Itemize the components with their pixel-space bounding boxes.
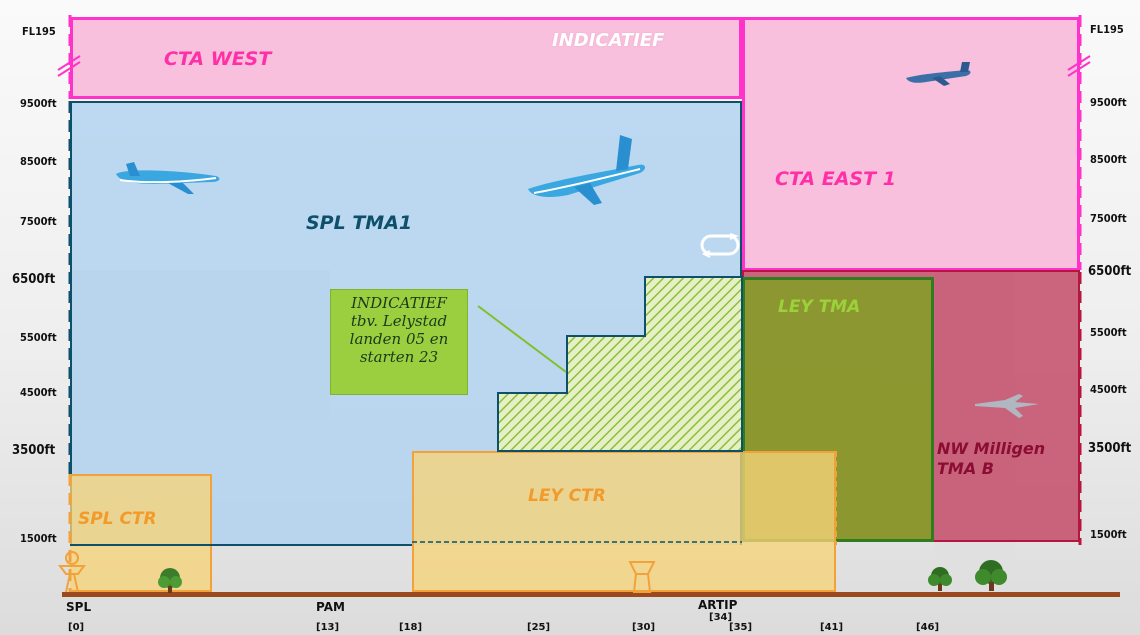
altitude-label-left: 8500ft xyxy=(20,155,57,168)
tree-icon xyxy=(975,560,1007,591)
note-pointer-line xyxy=(477,305,567,373)
distance-marker: [34] xyxy=(709,612,733,623)
altitude-label-left: 3500ft xyxy=(12,443,56,458)
distance-marker: [41] xyxy=(820,622,844,633)
break-mark-left-2 xyxy=(57,61,81,77)
altitude-label-right: 5500ft xyxy=(1090,326,1127,339)
distance-marker: [25] xyxy=(527,622,551,633)
altitude-label-left: 4500ft xyxy=(20,386,57,399)
altitude-label-left: 5500ft xyxy=(20,331,57,344)
indicatief-note-box: INDICATIEF tbv. Lelystad landen 05 en st… xyxy=(330,289,468,395)
ground-line xyxy=(62,592,1120,597)
tree-icon xyxy=(928,567,952,591)
note-line: INDICATIEF xyxy=(351,294,447,312)
note-line: tbv. Lelystad xyxy=(350,312,448,330)
place-label-pam: PAM xyxy=(316,600,345,614)
altitude-label-right: 9500ft xyxy=(1090,96,1127,109)
indicatief-top-label: INDICATIEF xyxy=(552,30,665,51)
note-line: starten 23 xyxy=(359,348,439,366)
airplane-icon xyxy=(116,162,220,194)
break-mark-right-2 xyxy=(1067,61,1091,77)
holding-pattern-icon xyxy=(700,233,740,258)
altitude-label-right: 3500ft xyxy=(1088,441,1132,456)
altitude-label-left: 1500ft xyxy=(20,532,57,545)
altitude-label-left: 6500ft xyxy=(12,272,56,287)
cta-west-zone xyxy=(70,17,742,99)
distance-marker: [0] xyxy=(68,622,85,633)
nw-milligen-label-1: NW Milligen xyxy=(937,439,1046,458)
tower-icon xyxy=(628,561,656,593)
altitude-label-right: 1500ft xyxy=(1090,528,1127,541)
altitude-label-right: 4500ft xyxy=(1090,383,1127,396)
altitude-label-left: 9500ft xyxy=(20,97,57,110)
altitude-label-right: 7500ft xyxy=(1090,212,1127,225)
place-label-spl: SPL xyxy=(66,600,92,614)
airplane-icon xyxy=(528,135,646,205)
ley-ctr-label: LEY CTR xyxy=(528,486,606,506)
break-mark-left xyxy=(57,55,81,71)
cta-west-label: CTA WEST xyxy=(164,48,272,70)
ley-ctr-zone xyxy=(412,451,836,592)
distance-marker: [46] xyxy=(916,622,940,633)
distance-marker: [18] xyxy=(399,622,423,633)
altitude-label-right: 8500ft xyxy=(1090,153,1127,166)
altitude-label-left: FL195 xyxy=(22,25,56,38)
ley-tma-label: LEY TMA xyxy=(778,297,861,317)
cta-east-zone xyxy=(742,17,1080,271)
fighter-jet-icon xyxy=(975,394,1039,418)
place-label-artip: ARTIP xyxy=(698,598,738,612)
altitude-label-right: FL195 xyxy=(1090,23,1124,36)
break-mark-right xyxy=(1067,55,1091,71)
tower-icon xyxy=(58,551,86,593)
note-line: landen 05 en xyxy=(349,330,449,348)
spl-ctr-label: SPL CTR xyxy=(78,509,157,529)
nw-milligen-label-2: TMA B xyxy=(937,459,994,478)
distance-marker: [13] xyxy=(316,622,340,633)
altitude-label-right: 6500ft xyxy=(1088,264,1132,279)
indicatief-staircase-area xyxy=(497,276,743,452)
distance-marker: [35] xyxy=(729,622,753,633)
airplane-icon xyxy=(906,62,971,86)
spl-ctr-zone xyxy=(70,474,212,592)
distance-marker: [30] xyxy=(632,622,656,633)
altitude-label-left: 7500ft xyxy=(20,215,57,228)
tree-icon xyxy=(158,568,182,593)
cta-east-label: CTA EAST 1 xyxy=(775,168,896,190)
spl-tma-label: SPL TMA1 xyxy=(306,212,413,234)
